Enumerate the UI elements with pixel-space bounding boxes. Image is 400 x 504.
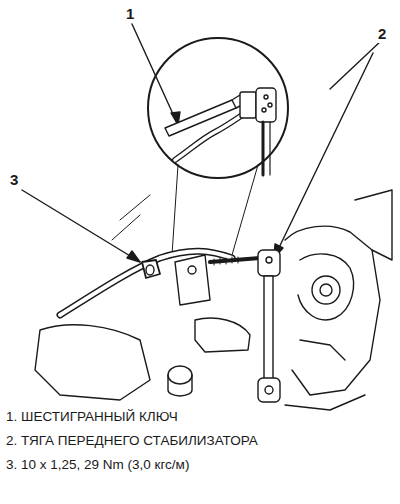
legend-note: 3. 10 x 1,25, 29 Nm (3,0 кгс/м)	[6, 458, 189, 473]
stabilizer-bar	[60, 251, 232, 315]
link-rod	[264, 276, 273, 380]
subframe	[35, 325, 150, 400]
ball-joint	[256, 88, 276, 122]
bracket	[175, 255, 210, 305]
nut	[240, 92, 256, 118]
callout-number: 2	[376, 26, 388, 43]
hex-socket	[266, 257, 272, 263]
fitting	[168, 366, 192, 384]
ball-joint-upper	[258, 250, 280, 276]
callout-number: 1	[124, 6, 136, 23]
hex-key	[165, 100, 236, 136]
lower-arm	[285, 395, 365, 410]
stabilizer-bar	[175, 110, 250, 160]
fitting	[168, 375, 192, 396]
legend-note: 2. ТЯГА ПЕРЕДНЕГО СТАБИЛИЗАТОРА	[6, 434, 258, 449]
drive-shaft	[195, 318, 250, 352]
link-rod	[262, 122, 265, 175]
bolt	[210, 258, 260, 262]
legend-note: 1. ШЕСТИГРАННЫЙ КЛЮЧ	[6, 410, 178, 425]
bolt-thread	[214, 257, 238, 265]
leader-line	[330, 40, 382, 89]
stabilizer-bar	[60, 251, 232, 315]
arrowhead	[127, 251, 140, 262]
detail-pointer	[172, 165, 178, 255]
hex-socket	[262, 108, 266, 112]
callout-number: 3	[8, 172, 20, 189]
hex-socket	[268, 103, 272, 107]
stabilizer-bar	[175, 110, 250, 160]
bracket-hole	[188, 266, 196, 274]
hex-socket	[264, 95, 268, 99]
steering-knuckle	[285, 226, 380, 395]
nut	[142, 260, 160, 278]
leader-line	[132, 24, 178, 125]
hub	[320, 284, 332, 296]
ball-joint-lower	[258, 378, 280, 402]
link-rod	[269, 122, 270, 175]
knuckle-arm	[300, 340, 345, 360]
detail-circle	[148, 38, 288, 178]
hub	[298, 254, 354, 320]
strut	[355, 190, 392, 260]
hub	[312, 276, 340, 304]
leader-line	[274, 53, 373, 258]
detail-pointer	[232, 165, 258, 255]
leader-line	[22, 190, 140, 262]
nut	[146, 265, 154, 275]
body-edge	[112, 195, 150, 240]
ball-joint-lower	[265, 386, 273, 394]
